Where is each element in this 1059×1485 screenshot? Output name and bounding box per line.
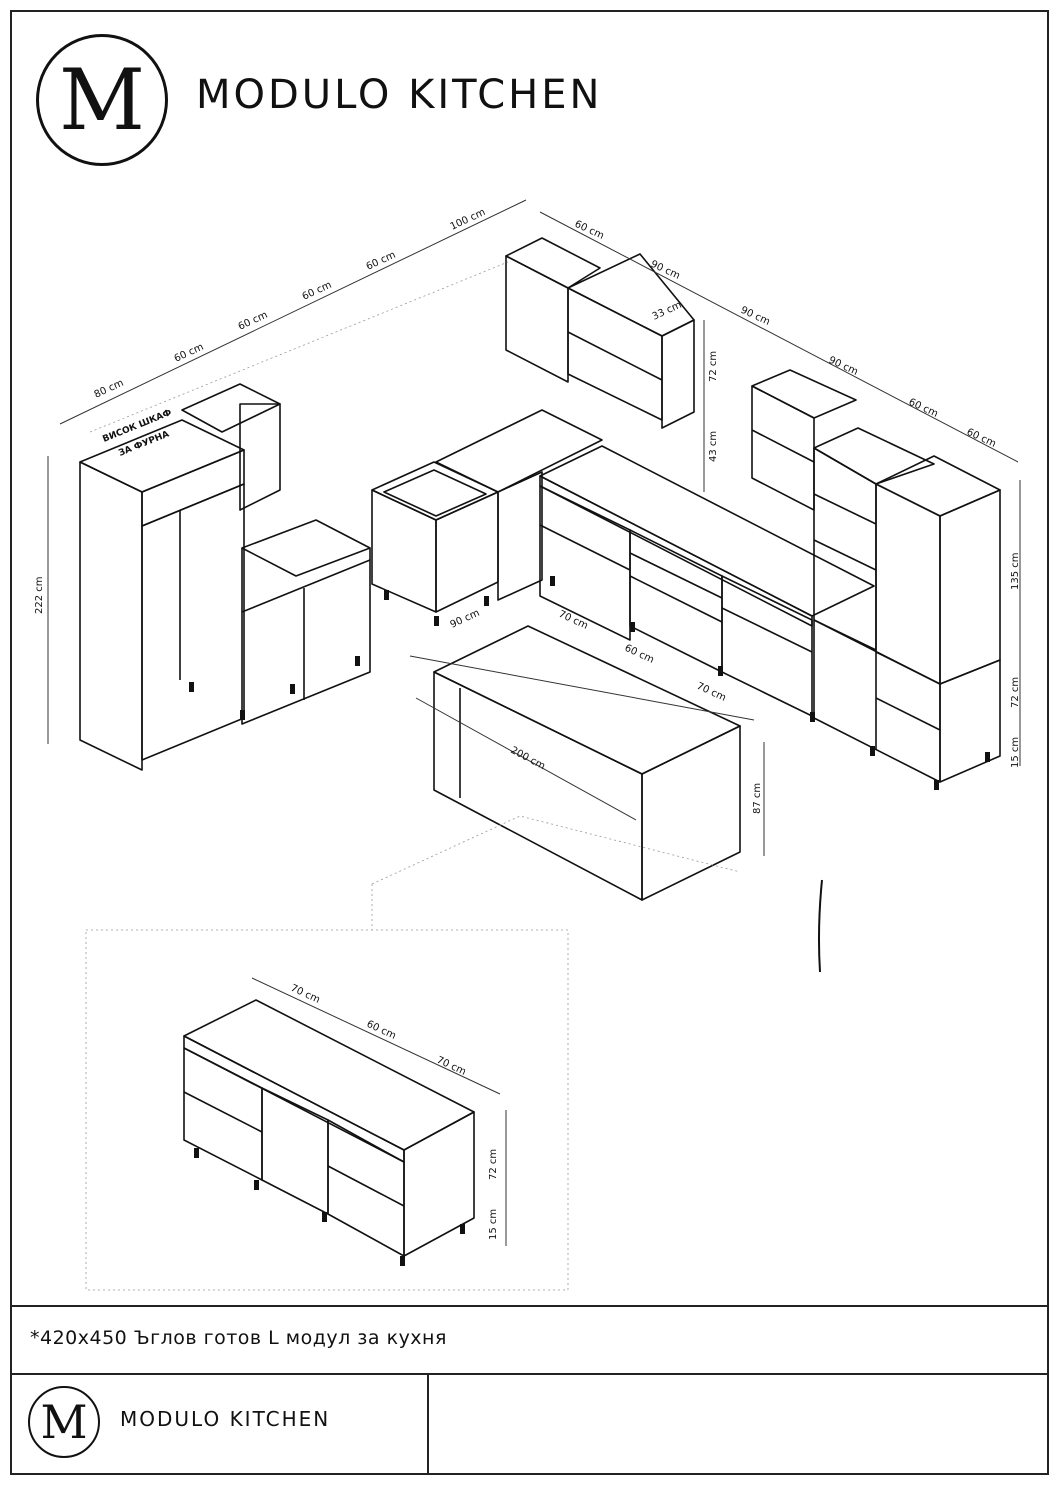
footer-logo-letter: M [40,1395,88,1449]
dim-corner-1: 60 cm [573,219,606,242]
drawing-caption: *420x450 Ъглов готов L модул за кухня [30,1327,447,1349]
dim-right-height-1: 135 cm [1010,552,1021,590]
dim-right-3: 60 cm [907,397,940,420]
dim-right-height-3: 15 cm [1010,737,1021,768]
dim-wall-depth: 33 cm [651,300,684,323]
dim-island-4: 70 cm [695,681,728,704]
dim-top-2: 60 cm [173,342,206,365]
dim-top-4: 60 cm [301,280,334,303]
tall-oven-cabinet [79,383,281,771]
dim-tall-height: 222 cm [34,576,45,614]
dim-wall-height: 72 cm [708,351,719,382]
kitchen-island [433,625,741,901]
drawing-sheet [10,10,1049,1475]
footer-divider [427,1375,429,1473]
room-outline [85,261,741,1291]
detail-island-base [183,999,475,1257]
wall-cabinets-corner [505,237,695,429]
dimension-lines [47,199,1021,1246]
pen-stroke-mark [817,879,823,973]
logo-monogram: M [36,34,168,166]
dim-top-3: 60 cm [237,310,270,333]
footer-logo-monogram: M [28,1386,100,1458]
dim-right-2: 90 cm [827,355,860,378]
dim-corner-2: 90 cm [649,259,682,282]
dim-top-6: 100 cm [449,207,488,233]
base-run-main [539,445,875,717]
dim-right-4: 60 cm [965,427,998,450]
dim-island-height: 87 cm [752,783,763,814]
dim-gap-height: 43 cm [708,431,719,462]
logo-letter: M [58,51,145,149]
dim-detail-3: 70 cm [435,1055,468,1078]
dim-detail-height-2: 15 cm [488,1209,499,1240]
dim-right-height-2: 72 cm [1010,677,1021,708]
counter-back-wall [435,409,603,601]
brand-name: MODULO KITCHEN [196,72,603,118]
dim-island-length: 200 cm [509,745,547,772]
sink-module [371,461,499,613]
dim-island-3: 60 cm [623,643,656,666]
dim-top-1: 80 cm [93,378,126,401]
dim-island-1: 90 cm [449,608,482,631]
right-tall-units [751,369,1001,783]
cabinet-legs [189,576,990,1266]
dim-detail-height-1: 72 cm [488,1149,499,1180]
title-row: *420x450 Ъглов готов L модул за кухня [10,1305,1049,1375]
footer-brand-name: MODULO KITCHEN [120,1407,331,1431]
base-cabinet-left [241,519,371,725]
